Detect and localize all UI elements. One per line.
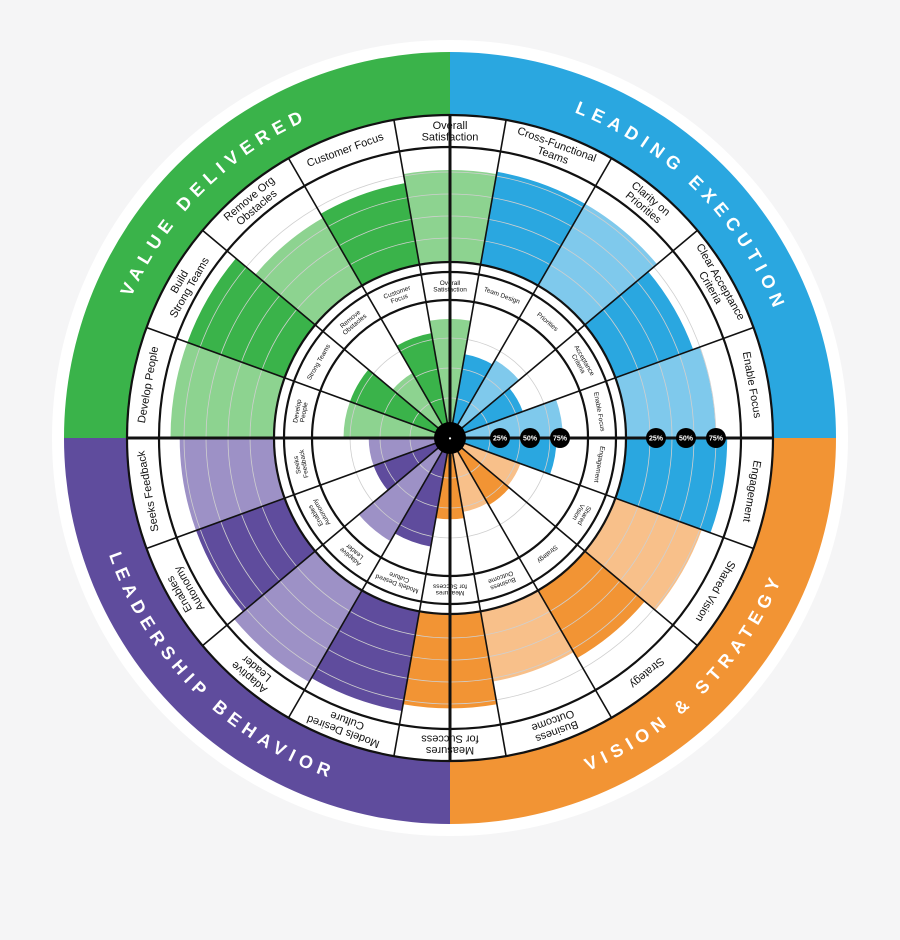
divider-4 <box>393 119 449 427</box>
outer-bar-16 <box>196 498 316 612</box>
divider-5 <box>451 119 507 427</box>
scale-marker-label: 25% <box>493 436 508 443</box>
scale-marker-outer-1: 50% <box>676 428 696 448</box>
divider-15 <box>287 447 445 719</box>
scale-marker-outer-0: 25% <box>646 428 666 448</box>
inner-bar-16 <box>373 442 441 491</box>
divider-17 <box>146 441 439 550</box>
inner-bar-1 <box>349 369 441 434</box>
inner-bar-17 <box>368 438 439 466</box>
label-line: Satisfaction <box>433 287 467 294</box>
outer-bar-11 <box>538 551 645 659</box>
label-line: Satisfaction <box>422 132 479 144</box>
label-line: Measures <box>425 744 474 756</box>
label-line: Overall <box>433 120 468 132</box>
center-marker: • <box>449 434 452 443</box>
outer-bar-3 <box>320 183 420 286</box>
outer-bar-1 <box>187 258 316 378</box>
scale-marker-label: 75% <box>553 436 568 443</box>
outer-bar-0 <box>170 342 285 438</box>
divider-2 <box>202 229 442 431</box>
divider-16 <box>202 445 442 647</box>
label-line: Overall <box>440 280 461 287</box>
label-line: Feedback <box>298 448 310 478</box>
label-line: for Success <box>421 732 479 744</box>
scale-marker-outer-2: 75% <box>706 428 726 448</box>
outer-bar-8 <box>615 347 716 438</box>
label-line: Seeks <box>293 455 303 475</box>
band-value <box>64 52 450 438</box>
divider-3 <box>287 157 445 429</box>
band-vision <box>450 438 836 824</box>
inner-bar-10 <box>459 442 521 487</box>
scale-marker-label: 75% <box>709 436 724 443</box>
scale-marker-dot <box>490 428 510 448</box>
divider-10 <box>461 441 754 550</box>
divider-8 <box>461 326 754 435</box>
inner-bar-7 <box>459 388 523 434</box>
scale-marker-label: 25% <box>649 436 664 443</box>
scale-marker-label: 50% <box>523 436 538 443</box>
inner-bar-2 <box>392 373 444 431</box>
divider-1 <box>146 326 439 435</box>
divider-6 <box>455 157 613 429</box>
outer-bar-9 <box>615 438 728 533</box>
divider-12 <box>455 447 613 719</box>
inner-bar-8 <box>461 399 563 438</box>
outer-bar-10 <box>584 498 702 611</box>
divider-13 <box>451 449 507 757</box>
label-line: Develop <box>292 398 303 423</box>
scale-marker-dot <box>520 428 540 448</box>
outer-bar-14 <box>311 590 420 711</box>
divider-14 <box>393 449 449 757</box>
outer-bar-7 <box>584 271 694 378</box>
band-behavior <box>64 438 450 824</box>
outer-bar-15 <box>234 551 362 683</box>
scale-marker-dot <box>706 428 726 448</box>
inner-bar-0 <box>343 401 439 438</box>
band-leading <box>450 52 836 438</box>
scale-marker-inner-0: 25% <box>490 428 510 448</box>
scale-marker-inner-1: 50% <box>520 428 540 448</box>
inner-bar-6 <box>456 359 520 431</box>
divider-11 <box>458 445 698 647</box>
scale-marker-dot <box>646 428 666 448</box>
inner-bar-15 <box>358 445 444 542</box>
center-dot <box>434 422 466 454</box>
outer-bar-2 <box>255 217 362 325</box>
scale-marker-dot <box>550 428 570 448</box>
scale-marker-label: 50% <box>679 436 694 443</box>
scale-marker-dot <box>676 428 696 448</box>
scale-marker-inner-2: 75% <box>550 428 570 448</box>
label-line: People <box>299 401 309 423</box>
outer-bar-5 <box>480 171 586 286</box>
divider-7 <box>458 229 698 431</box>
label-line: for Success <box>432 582 467 589</box>
label-line: Measures <box>435 589 464 596</box>
